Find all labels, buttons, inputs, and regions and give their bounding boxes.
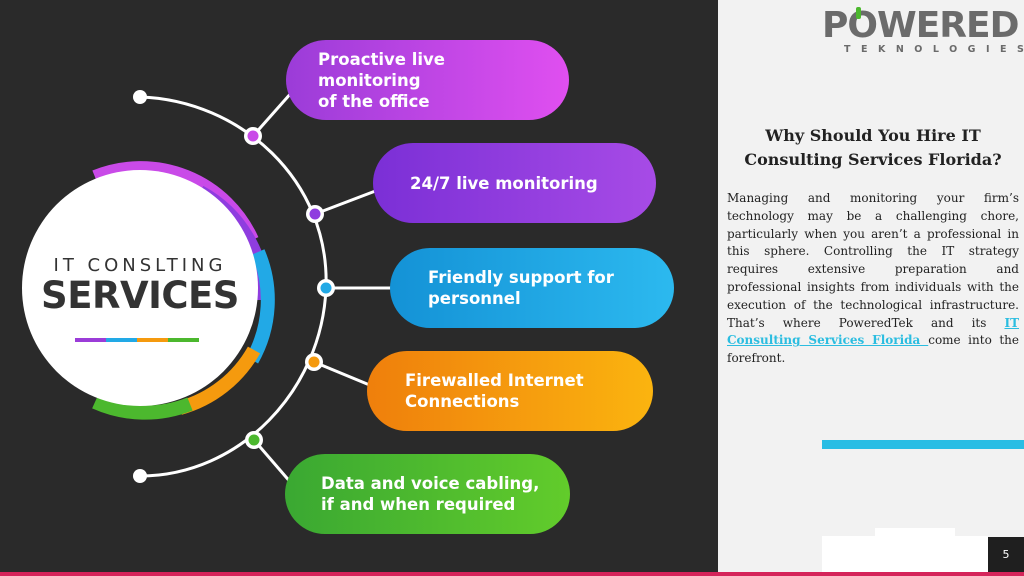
node-4-dot (308, 356, 320, 368)
logo-subtitle: TEKNOLOGIES (844, 44, 1024, 55)
slide-heading: Why Should You Hire IT Consulting Servic… (727, 124, 1019, 172)
body-text-before: Managing and monitoring your firm’s tech… (727, 191, 1019, 330)
ring-segment-green (92, 395, 193, 420)
slide-heading-line1: Why Should You Hire IT (765, 126, 981, 145)
center-circle (22, 170, 258, 406)
ring-segment-blue (245, 249, 275, 364)
pill-3-line2: personnel (428, 289, 521, 308)
center-title-line1: IT CONSLTING (53, 255, 227, 276)
pill-5-line1: Data and voice cabling, (321, 474, 540, 493)
pill-live-monitoring: 24/7 live monitoring (373, 143, 656, 223)
pill-2-line1: 24/7 live monitoring (410, 173, 598, 193)
node-1-dot (247, 130, 259, 142)
pill-4-line1: Firewalled Internet (405, 371, 584, 390)
connector-line-5 (252, 439, 294, 485)
it-consulting-link[interactable]: IT Consulting Services Florida (727, 315, 1019, 348)
infographic-lines (22, 90, 392, 485)
node-5-dot (248, 434, 260, 446)
pill-friendly-support: Friendly support for personnel (390, 248, 674, 328)
body-paragraph: Managing and monitoring your firm’s tech… (727, 190, 1019, 368)
bottom-accent-bar (0, 572, 1024, 576)
circle-bar-purple (75, 338, 106, 342)
teal-accent-bar (822, 440, 1024, 449)
page-number: 5 (988, 537, 1024, 572)
node-2-dot (309, 208, 321, 220)
footer-white-block-top (875, 528, 955, 538)
pill-5-line2: if and when required (321, 495, 516, 514)
pill-proactive-monitoring: Proactive live monitoring of the office (286, 40, 569, 120)
infographic-panel: IT CONSLTING SERVICES Proactive live mon… (0, 0, 718, 572)
logo-letter-o: O (847, 5, 878, 46)
end-dot-bottom (133, 469, 147, 483)
slide-heading-line2: Consulting Services Florida? (744, 150, 1002, 169)
logo-letter-p: P (822, 5, 848, 46)
power-icon-bar (856, 7, 862, 19)
pill-4-line2: Connections (405, 392, 520, 411)
connector-line-4 (313, 360, 373, 388)
pill-firewalled-internet: Firewalled Internet Connections (367, 351, 653, 431)
circle-bar-orange (137, 338, 168, 342)
circle-bar-green (168, 338, 199, 342)
logo-power-o: O (847, 5, 878, 46)
pill-1-line1: Proactive live monitoring (318, 49, 445, 90)
body-text-after: come into the forefront. (727, 333, 1019, 366)
connector-line-2 (314, 188, 379, 216)
circle-bar-blue (106, 338, 137, 342)
center-title-line2: SERVICES (41, 274, 239, 317)
logo-letters-rest: WERED (877, 5, 1019, 46)
center-title: IT CONSLTING SERVICES (40, 255, 240, 317)
node-3-dot (320, 282, 332, 294)
end-dot-top (133, 90, 147, 104)
pill-1-line2: of the office (318, 91, 430, 111)
footer-white-block (822, 536, 988, 572)
pill-3-line1: Friendly support for (428, 268, 614, 287)
pill-data-voice-cabling: Data and voice cabling, if and when requ… (285, 454, 570, 534)
connector-line-1 (251, 91, 294, 137)
